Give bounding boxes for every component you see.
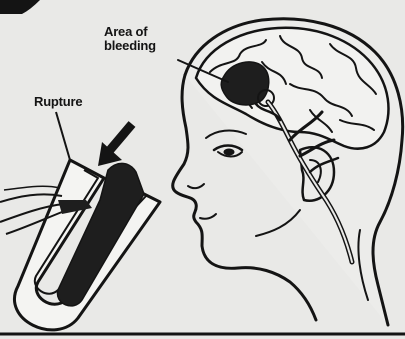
rupture-label: Rupture (34, 95, 82, 109)
nostril (188, 184, 204, 188)
area-of-bleeding-line2: bleeding (104, 39, 184, 53)
jaw-line (256, 210, 300, 236)
enlarged-vessel (0, 112, 160, 330)
area-of-bleeding-line1: Area of (104, 25, 184, 39)
mouth-line (200, 214, 216, 219)
area-of-bleeding-label: Area of bleeding (104, 25, 184, 53)
rupture-pointer (56, 112, 70, 160)
blood-spray (4, 186, 60, 190)
pressure-arrow-shaft (110, 124, 132, 150)
eye-pupil (224, 149, 234, 155)
corner-fragment (0, 0, 40, 14)
